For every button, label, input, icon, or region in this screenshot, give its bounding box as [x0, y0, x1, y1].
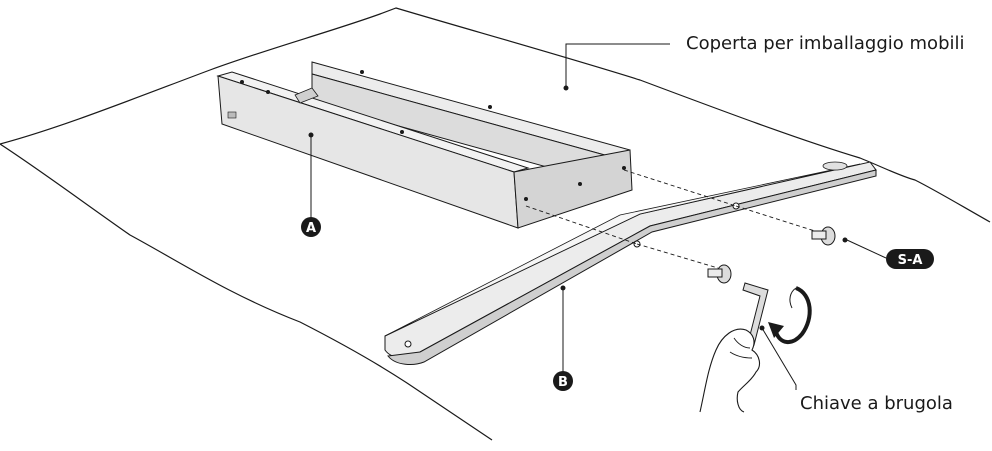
frame-a [216, 61, 633, 229]
screw-upper [811, 226, 836, 246]
rotation-arrow-icon [768, 286, 812, 344]
blanket-outline [0, 7, 991, 223]
leader-dot-frame [308, 132, 314, 138]
badge-screw-sa-text: S-A [898, 253, 923, 268]
badge-leg-b: B [553, 371, 573, 391]
badge-frame-a: A [301, 217, 321, 237]
leader-dot-key [759, 325, 765, 331]
leader-dot-blanket [563, 85, 569, 91]
badge-leg-b-text: B [558, 375, 568, 390]
leader-dot-leg [560, 285, 566, 291]
label-furniture-blanket: Coperta per imballaggio mobili [686, 33, 965, 54]
badge-screw-sa: S-A [886, 249, 934, 269]
blanket-edge-left [0, 143, 493, 441]
leader-lines [310, 43, 887, 390]
screw-lower [707, 264, 732, 284]
alignment-lines [525, 169, 819, 269]
badge-frame-a-text: A [306, 221, 316, 236]
hand [699, 328, 761, 413]
label-allen-key: Chiave a brugola [800, 393, 953, 414]
leader-dot-screw [842, 237, 848, 243]
leg-b [384, 161, 877, 365]
